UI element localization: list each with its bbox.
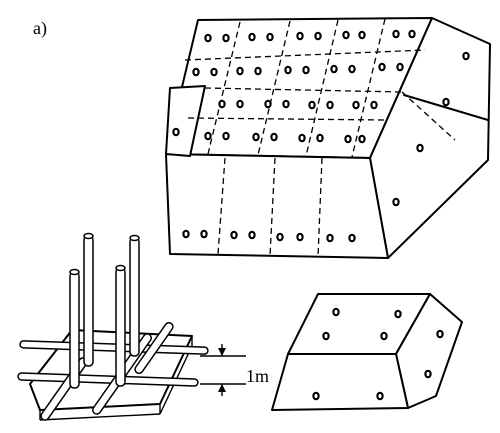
rebar-cage: 1m [17, 232, 269, 421]
small-block [271, 293, 463, 411]
large-block-right-face [369, 17, 491, 259]
small-block-bolt-holes [312, 307, 444, 401]
panel-label: a) [33, 18, 47, 39]
small-block-front-face [271, 353, 409, 411]
front-face-joints [217, 157, 323, 258]
large-block-left-tab [165, 85, 206, 157]
large-jointed-block [165, 17, 491, 259]
vertical-bolts [69, 232, 140, 389]
large-block-front-face [165, 153, 389, 259]
small-block-right-face [395, 293, 463, 409]
dimension-label: 1m [246, 366, 269, 386]
top-face-bolt-holes [172, 29, 416, 144]
front-face-bolt-holes [182, 229, 356, 243]
spacing-dimension [200, 344, 246, 396]
top-face-joints [184, 18, 456, 158]
right-face-joint [403, 94, 489, 121]
right-face-bolt-holes [392, 51, 470, 207]
